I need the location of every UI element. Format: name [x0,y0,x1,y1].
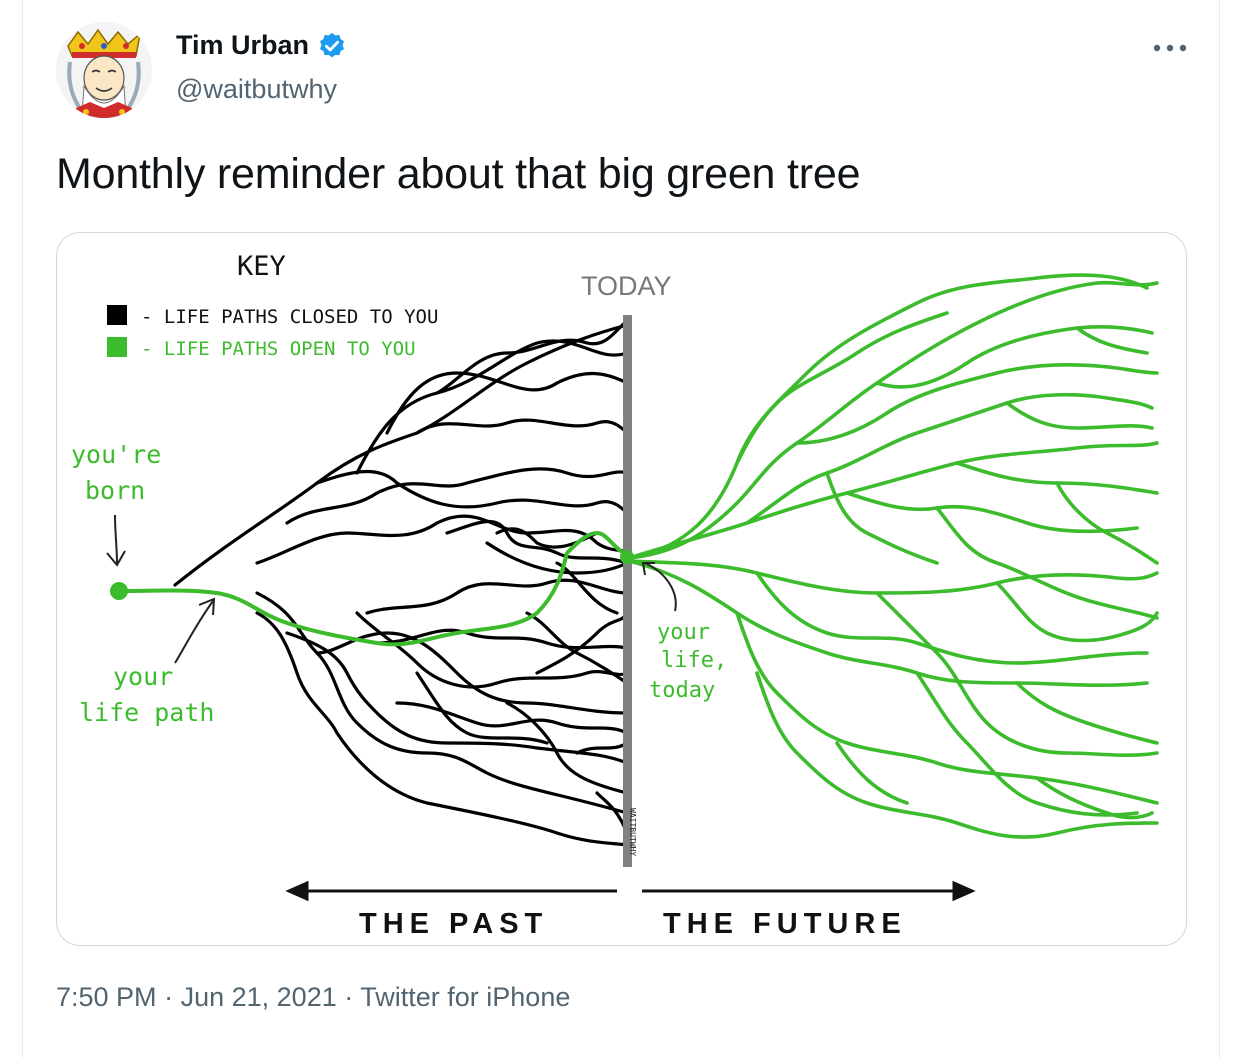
timeline-arrows [285,880,976,902]
today-label: TODAY [581,271,672,301]
key-closed-label: - LIFE PATHS CLOSED TO YOU [141,306,438,328]
key-open-label: - LIFE PATHS OPEN TO YOU [141,338,416,360]
path-label-line1: your [113,662,173,691]
future-label: THE FUTURE [663,908,907,940]
today-dot [620,550,634,564]
open-paths [627,273,1159,839]
life-paths-diagram: KEY - LIFE PATHS CLOSED TO YOU - LIFE PA… [71,251,1159,940]
tweet-text: Monthly reminder about that big green tr… [56,150,861,198]
today-life-line3: today [649,678,715,703]
today-life-line2: life, [661,648,727,673]
path-label-line2: life path [79,698,214,727]
meta-separator-2: · [344,982,354,1012]
today-life-line1: your [657,620,710,645]
author-handle[interactable]: @waitbutwhy [176,74,337,104]
path-arrow-icon [174,597,216,664]
tweet-card [22,0,1220,1058]
author-name[interactable]: Tim Urban [176,30,347,61]
past-label: THE PAST [359,908,548,940]
your-life-path [117,531,629,647]
key-title: KEY [237,251,286,282]
more-dots-icon [1153,44,1187,52]
tweet-time[interactable]: 7:50 PM [56,982,157,1012]
born-label-line2: born [85,476,145,505]
king-card-icon [56,22,152,118]
today-divider [623,315,632,867]
tweet-metadata: 7:50 PM · Jun 21, 2021 · Twitter for iPh… [56,982,570,1013]
born-arrow-icon [106,514,126,567]
born-label-line1: you're [71,440,161,469]
artist-signature: WAITBUTWHY [628,808,637,856]
born-dot [110,582,128,600]
tweet-media-image[interactable]: KEY - LIFE PATHS CLOSED TO YOU - LIFE PA… [56,232,1187,946]
meta-separator-1: · [164,982,174,1012]
verified-badge-icon [320,32,345,57]
tweet-date[interactable]: Jun 21, 2021 [180,982,337,1012]
key-closed-swatch [107,305,127,325]
today-arrow-icon [641,562,677,612]
closed-paths [173,319,629,847]
more-options-button[interactable] [1148,34,1192,62]
tweet-source[interactable]: Twitter for iPhone [360,982,571,1012]
author-name-text: Tim Urban [176,30,310,60]
key-open-swatch [107,337,127,357]
author-avatar[interactable] [56,22,152,118]
